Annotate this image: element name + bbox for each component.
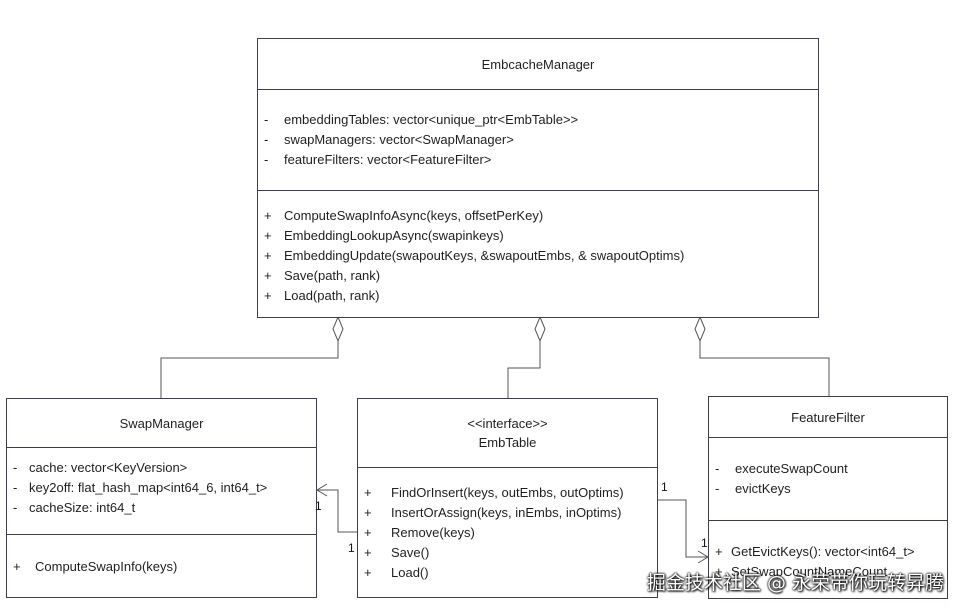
attribute-row: -featureFilters: vector<FeatureFilter>: [264, 152, 492, 167]
method-row: +Remove(keys): [364, 525, 475, 540]
composition-edge-embtable: [507, 315, 546, 398]
class-featurefilter[interactable]: FeatureFilter -executeSwapCount -evictKe…: [708, 396, 948, 599]
method-row: +Load(): [364, 565, 429, 580]
attribute-row: -key2off: flat_hash_map<int64_6, int64_t…: [13, 480, 268, 495]
association-edge-embtable-swapmanager: [316, 483, 357, 533]
composition-edge-featurefilter: [694, 315, 830, 396]
method-row: +ComputeSwapInfo(keys): [13, 559, 178, 574]
class-header: FeatureFilter: [709, 397, 947, 438]
attribute-row: -evictKeys: [715, 481, 791, 496]
association-edge-embtable-featurefilter: [658, 499, 709, 564]
methods-section: +ComputeSwapInfo(keys): [7, 534, 316, 577]
open-arrowhead-icon: [316, 483, 328, 497]
method-row: +FindOrInsert(keys, outEmbs, outOptims): [364, 485, 624, 500]
class-stereotype: <<interface>>: [467, 416, 548, 431]
methods-section: +ComputeSwapInfoAsync(keys, offsetPerKey…: [258, 190, 818, 306]
attribute-row: -swapManagers: vector<SwapManager>: [264, 132, 514, 147]
multiplicity-label: 1: [701, 536, 708, 550]
method-row: +EmbeddingLookupAsync(swapinkeys): [264, 228, 504, 243]
method-row: +Save(path, rank): [264, 268, 381, 283]
attributes-section: -embeddingTables: vector<unique_ptr<EmbT…: [258, 90, 818, 190]
composition-edge-swapmanager: [160, 315, 344, 398]
attribute-row: -embeddingTables: vector<unique_ptr<EmbT…: [264, 112, 579, 127]
class-embcachemanager[interactable]: EmbcacheManager -embeddingTables: vector…: [257, 38, 819, 318]
attributes-section: -cache: vector<KeyVersion> -key2off: fla…: [7, 448, 316, 534]
attributes-section: -executeSwapCount -evictKeys: [709, 438, 947, 520]
method-row: +SetSwapCountNameCount: [715, 564, 888, 579]
attribute-row: -cache: vector<KeyVersion>: [13, 460, 188, 475]
class-header: EmbcacheManager: [258, 39, 818, 90]
class-name: SwapManager: [119, 415, 204, 431]
attribute-row: -cacheSize: int64_t: [13, 500, 136, 515]
watermark: 掘金技术社区 @ 永荣带你玩转昇腾: [646, 572, 944, 594]
multiplicity-label: 1: [348, 541, 355, 555]
composition-diamond-icon: [694, 315, 706, 343]
method-row: +Save(): [364, 545, 430, 560]
attribute-row: -executeSwapCount: [715, 461, 848, 476]
method-row: +GetEvictKeys(): vector<int64_t>: [715, 544, 915, 559]
class-header: <<interface>> EmbTable: [358, 399, 657, 468]
multiplicity-label: 1: [661, 480, 668, 494]
methods-section: +FindOrInsert(keys, outEmbs, outOptims) …: [358, 468, 657, 583]
class-embtable[interactable]: <<interface>> EmbTable +FindOrInsert(key…: [357, 398, 658, 598]
class-name: EmbcacheManager: [481, 56, 595, 72]
composition-diamond-icon: [534, 315, 546, 343]
method-row: +Load(path, rank): [264, 288, 380, 303]
class-header: SwapManager: [7, 399, 316, 448]
class-name: FeatureFilter: [791, 409, 865, 425]
method-row: +ComputeSwapInfoAsync(keys, offsetPerKey…: [264, 208, 544, 223]
methods-section: +GetEvictKeys(): vector<int64_t> +SetSwa…: [709, 520, 947, 582]
class-swapmanager[interactable]: SwapManager -cache: vector<KeyVersion> -…: [6, 398, 317, 598]
multiplicity-label: 1: [315, 499, 322, 513]
method-row: +InsertOrAssign(keys, inEmbs, inOptims): [364, 505, 622, 520]
composition-diamond-icon: [332, 315, 344, 343]
method-row: +EmbeddingUpdate(swapoutKeys, &swapoutEm…: [264, 248, 685, 263]
class-name: EmbTable: [478, 435, 537, 450]
